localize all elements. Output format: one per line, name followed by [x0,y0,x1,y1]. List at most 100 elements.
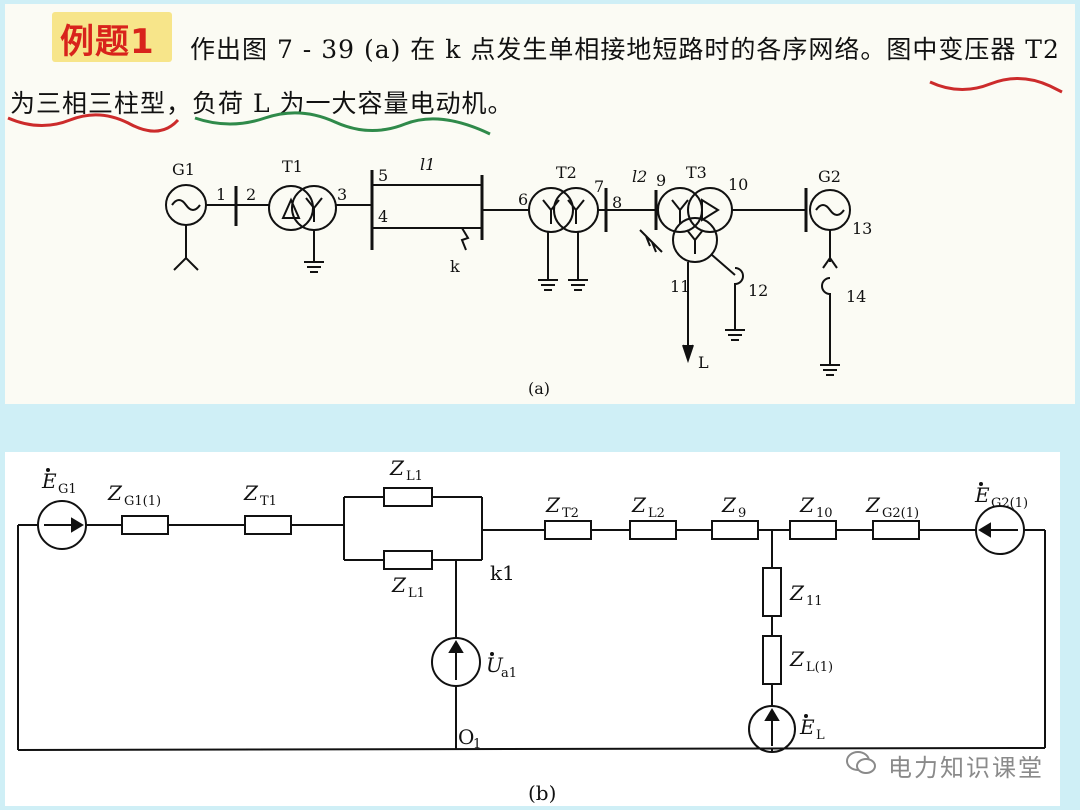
watermark-text: 电力知识课堂 [888,754,1044,782]
label-g2: G2 [818,167,841,186]
red-underline-three-phase [7,113,180,133]
sub-z11: 11 [806,594,823,609]
t2-winding-1 [528,187,574,233]
zl-resistor [762,635,782,685]
node-14: 14 [846,287,866,306]
t3-winding-11 [672,217,718,263]
g1-star-icon [173,256,199,271]
question-line-1: 作出图 7 - 39 (a) 在 k 点发生单相接地短路时的各序网络。图中变压器… [190,35,1060,64]
sub-z9: 9 [738,506,746,521]
fault-lightning-icon [460,227,470,251]
caption-a: (a) [528,379,550,398]
z10-resistor [789,520,837,540]
node-2: 2 [246,185,256,204]
dot-eg2-icon [979,482,983,486]
dot-eg1-icon [46,468,50,472]
label-z9: Z [721,493,737,517]
sub-zl: L(1) [806,660,833,675]
ua1-arrow-icon [448,640,464,653]
eg1-arrow-icon [71,517,84,533]
label-t3: T3 [686,163,707,182]
t3-winding-10 [687,187,733,233]
label-g1: G1 [172,160,195,179]
node-7: 7 [594,177,604,196]
t3-delta-icon-10 [701,198,720,222]
reactor-12-ground-icon [725,329,745,341]
t3-reactor-lead [711,254,736,276]
node-1: 1 [216,185,226,204]
sub-o1: 1 [473,737,481,752]
el-arrow-icon [764,708,780,721]
node-5: 5 [378,166,388,185]
label-zl1-bottom: Z [391,573,407,597]
sub-zg1: G1(1) [124,494,161,509]
label-t2: T2 [556,163,577,182]
node-12: 12 [748,281,768,300]
sub-zt2: T2 [562,506,579,521]
label-z11: Z [789,581,805,605]
t1-delta-icon [281,197,301,219]
zt1-resistor [244,515,292,535]
green-underline-load [194,111,491,136]
bottom-reference-bus [17,747,1046,751]
node-3: 3 [337,185,347,204]
sub-eg2: G2(1) [991,496,1028,511]
sequence-network-panel [5,452,1060,806]
load-arrow-icon [682,344,694,364]
label-t1: T1 [282,157,303,176]
zl2-resistor [629,520,677,540]
label-zl2: Z [631,493,647,517]
dot-el-icon [804,714,808,718]
g2-star-icon [822,256,838,269]
label-zt2: Z [545,493,561,517]
g2-sine-icon [815,204,845,216]
label-eg1: E [41,469,57,493]
label-ua1: U [486,653,504,677]
sub-z10: 10 [816,506,833,521]
zg1-resistor [121,515,169,535]
label-z10: Z [799,493,815,517]
wechat-logo-icon [846,751,876,774]
g1-sine-icon [171,199,201,211]
reactor-12-icon [734,267,744,300]
t1-ground-icon [304,261,324,273]
dot-ua1-icon [490,652,494,656]
node-6: 6 [518,190,528,209]
t3-grounding-hatch-icon [639,229,663,253]
zl1-bottom-resistor [383,550,433,570]
label-l2: l2 [632,167,647,186]
problem-panel [5,4,1075,404]
source-eg2-icon [975,505,1025,555]
source-el-icon [748,705,796,753]
sub-zt1: T1 [260,494,277,509]
t2-ground-icon-2 [568,279,588,291]
label-eg2: E [974,483,990,507]
label-load: L [698,353,709,372]
node-10: 10 [728,175,748,194]
node-9: 9 [656,171,666,190]
source-ua1-icon [431,637,481,687]
t2-ground-icon-1 [538,279,558,291]
reactor-14-ground-icon [820,364,840,376]
sub-zl2: L2 [648,506,665,521]
question-line-2: 为三相三柱型，负荷 L 为一大容量电动机。 [10,89,514,118]
label-el: E [799,715,815,739]
sub-ua1: a1 [501,666,517,681]
zl1-top-resistor [383,487,433,507]
t2-star-icon-2 [567,199,585,224]
label-zl: Z [789,647,805,671]
zg2-resistor [872,520,920,540]
label-zt1: Z [243,481,259,505]
node-8: 8 [612,193,622,212]
eg2-arrow-icon [978,522,991,538]
sub-zg2: G2(1) [882,506,919,521]
label-l1: l1 [420,155,435,174]
node-13: 13 [852,219,872,238]
t1-star-icon [305,197,323,222]
label-zg2: Z [865,493,881,517]
sub-el: L [816,728,825,743]
t3-star-icon-9 [671,199,689,224]
source-eg1-icon [37,500,87,550]
sub-zl1-bottom: L1 [408,586,425,601]
sub-eg1: G1 [58,482,77,497]
